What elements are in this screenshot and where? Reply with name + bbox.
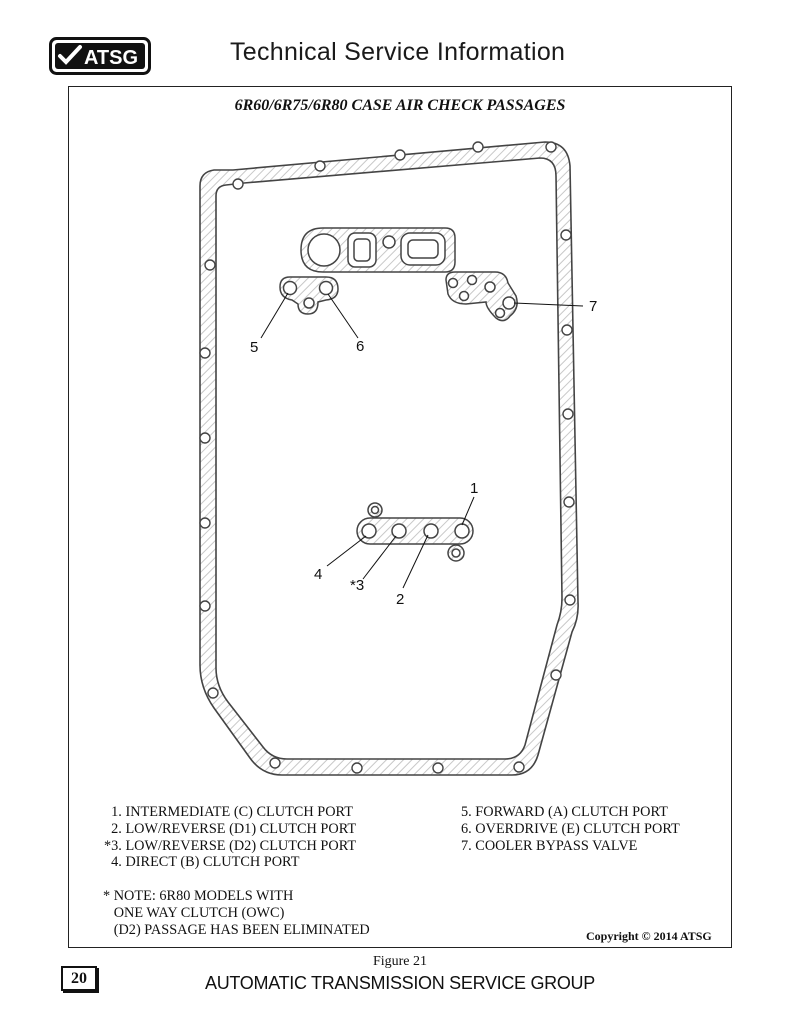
callout-5: 5 [250, 339, 259, 356]
legend-item: *3. LOW/REVERSE (D2) CLUTCH PORT [104, 837, 357, 854]
copyright: Copyright © 2014 ATSG [586, 929, 712, 943]
legend-item: 5. FORWARD (A) CLUTCH PORT [461, 804, 668, 820]
callout-4: 4 [314, 566, 323, 583]
legend-item: 2. LOW/REVERSE (D1) CLUTCH PORT [104, 820, 357, 837]
atsg-logo: ATSG [49, 37, 151, 75]
page-number: 20 [61, 966, 97, 991]
owc-note: * NOTE: 6R80 MODELS WITH ONE WAY CLUTCH … [103, 888, 370, 938]
port-cluster-5-6 [279, 276, 339, 315]
callout-7: 7 [589, 298, 598, 315]
port-cluster-1-4 [356, 502, 474, 562]
upper-port-cluster [300, 227, 456, 273]
legend-right: 5. FORWARD (A) CLUTCH PORT 6. OVERDRIVE … [461, 804, 680, 854]
legend-left: 1. INTERMEDIATE (C) CLUTCH PORT 2. LOW/R… [104, 804, 356, 871]
gasket-bolt-holes [199, 141, 576, 774]
figure-caption: Figure 21 [372, 954, 428, 969]
diagram-title: 6R60/6R75/6R80 CASE AIR CHECK PASSAGES [234, 97, 566, 114]
callout-1: 1 [470, 480, 479, 497]
callout-6: 6 [356, 338, 365, 355]
legend-item: 6. OVERDRIVE (E) CLUTCH PORT [461, 820, 680, 837]
callout-2: 2 [396, 591, 405, 608]
legend-item: 4. DIRECT (B) CLUTCH PORT [104, 854, 300, 871]
case-gasket-surface [199, 141, 579, 776]
port-cluster-7 [445, 271, 518, 322]
legend-item: 1. INTERMEDIATE (C) CLUTCH PORT [104, 804, 353, 820]
legend-item: 7. COOLER BYPASS VALVE [461, 837, 638, 854]
callout-leaders [260, 292, 584, 589]
figure-frame [68, 86, 732, 948]
page-header-title: Technical Service Information [230, 38, 566, 66]
callout-3: *3 [350, 577, 365, 594]
page-footer: AUTOMATIC TRANSMISSION SERVICE GROUP [205, 973, 595, 993]
logo-text: ATSG [84, 47, 138, 69]
